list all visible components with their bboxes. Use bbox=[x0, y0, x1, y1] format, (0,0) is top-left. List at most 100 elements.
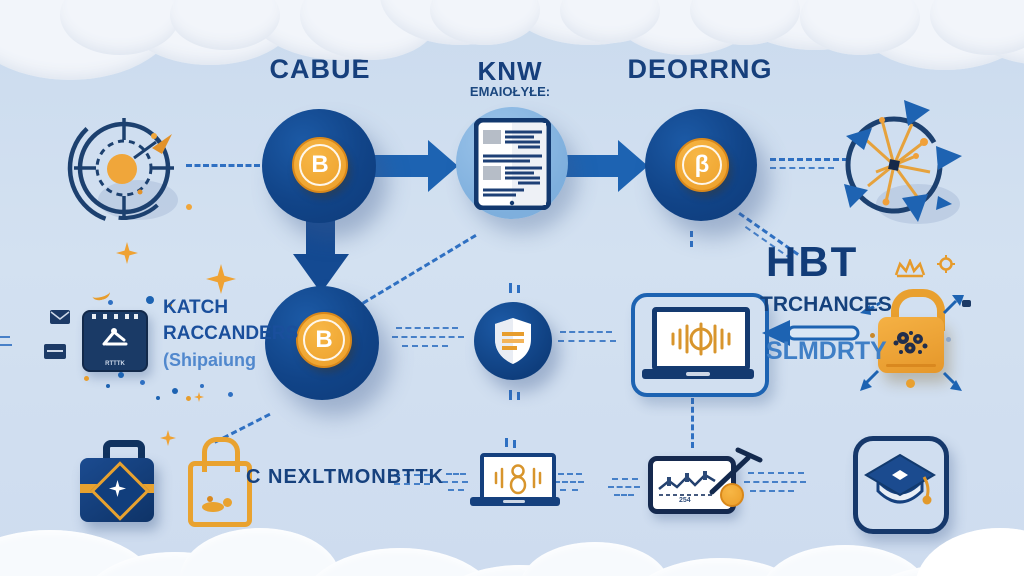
coin-small-icon bbox=[720, 483, 744, 507]
blue-dot bbox=[106, 384, 110, 388]
briefcase-body bbox=[80, 458, 154, 522]
micro-dashes bbox=[396, 327, 458, 329]
blue-dot bbox=[228, 392, 233, 397]
micro-dashes bbox=[744, 481, 806, 483]
blue-dot bbox=[118, 372, 124, 378]
right-block-line1: TRCHANCES bbox=[760, 293, 892, 316]
navy-chip-dot bbox=[962, 300, 971, 307]
bag-content bbox=[202, 502, 224, 512]
padlock-groove bbox=[886, 364, 936, 367]
chart-line-icon bbox=[658, 471, 716, 496]
coin-letter: β bbox=[694, 151, 710, 178]
blue-dot bbox=[146, 296, 154, 304]
orange-dot bbox=[906, 379, 915, 388]
laptop-soundwave-icon bbox=[671, 322, 731, 356]
compass-target-icon bbox=[67, 111, 181, 225]
stage2-subtitle: EMAIOŁYŁE: bbox=[469, 84, 551, 99]
coin-letter: B bbox=[315, 326, 333, 353]
dashed-connector bbox=[517, 285, 520, 293]
bitcoin-coin-icon: B bbox=[292, 137, 348, 193]
micro-dashes bbox=[446, 473, 466, 475]
arrow-down-right-icon bbox=[942, 371, 962, 391]
padlock-group bbox=[858, 255, 972, 395]
blue-dot bbox=[172, 388, 178, 394]
laptop-screen bbox=[480, 453, 556, 505]
micro-dashes bbox=[448, 489, 464, 491]
micro-dashes bbox=[608, 486, 640, 488]
cloud bbox=[180, 528, 340, 576]
dashed-connector bbox=[186, 164, 260, 167]
padlock-pattern bbox=[893, 331, 928, 354]
sparkle-icon bbox=[194, 392, 204, 402]
chip-pin bbox=[114, 314, 118, 319]
envelope-icon bbox=[50, 310, 70, 324]
micro-dashes bbox=[0, 336, 10, 338]
box-icon bbox=[44, 344, 66, 359]
arrow-up-right-icon bbox=[942, 295, 964, 315]
left-arrow-icon bbox=[762, 320, 860, 346]
chart-label: 254 bbox=[679, 497, 691, 504]
left-block-line1: KATCH bbox=[163, 297, 229, 318]
briefcase-handle bbox=[103, 440, 145, 469]
gear-icon bbox=[937, 255, 955, 273]
left-block-line2: RACCANDERS bbox=[163, 323, 299, 344]
bitcoin-coin-circle-icon: β bbox=[645, 109, 757, 221]
micro-dashes bbox=[554, 481, 584, 483]
micro-dashes bbox=[442, 481, 468, 483]
right-block-title: HBT bbox=[766, 238, 859, 285]
dashed-connector bbox=[509, 283, 512, 293]
dashed-connector bbox=[770, 167, 834, 169]
gray-dot bbox=[946, 337, 951, 342]
laptop-card bbox=[631, 293, 769, 397]
dashed-connector bbox=[770, 158, 848, 161]
chip-pin bbox=[134, 314, 138, 319]
bag-body bbox=[188, 461, 252, 527]
graduation-cap-icon bbox=[864, 453, 936, 505]
bitcoin-coin-icon: B bbox=[296, 312, 352, 368]
bottom-label: C NEXLTMONBTTK bbox=[246, 466, 445, 488]
blue-dot bbox=[156, 396, 160, 400]
document-tablet-icon bbox=[474, 118, 551, 210]
laptop-base bbox=[642, 369, 754, 379]
orange-dot bbox=[168, 303, 172, 307]
shopping-bag-icon bbox=[188, 437, 252, 527]
box-line bbox=[47, 350, 63, 352]
shield-icon bbox=[495, 318, 531, 364]
micro-dashes bbox=[402, 345, 448, 347]
chip-pin bbox=[92, 314, 96, 319]
stage2-title: KNW bbox=[477, 56, 543, 86]
stage3-title: DEORRNG bbox=[627, 54, 773, 84]
micro-dashes bbox=[0, 344, 12, 346]
orange-dot bbox=[186, 396, 191, 401]
laptop-notch bbox=[503, 500, 525, 503]
orange-dot bbox=[870, 333, 875, 338]
briefcase-diamond bbox=[90, 461, 150, 521]
bag-content bbox=[223, 498, 232, 507]
micro-dashes bbox=[558, 473, 582, 475]
arrow-down-left-icon bbox=[860, 369, 880, 391]
dashed-connector bbox=[513, 440, 516, 448]
network-icon bbox=[844, 100, 962, 224]
sparkle-icon bbox=[160, 430, 176, 446]
dashed-connector bbox=[517, 392, 520, 400]
arrow-left-icon bbox=[860, 301, 881, 315]
laptop-screen bbox=[652, 307, 750, 371]
left-block-line3: (Shipaiung bbox=[163, 350, 256, 370]
blue-dot bbox=[200, 384, 204, 388]
dashed-connector bbox=[362, 234, 477, 305]
coin-letter: B bbox=[311, 151, 329, 178]
micro-dashes bbox=[394, 474, 430, 476]
bag-content bbox=[207, 496, 213, 502]
sparkle-icon bbox=[206, 264, 236, 294]
bitcoin-coin-circle-icon: B bbox=[265, 286, 379, 400]
micro-dashes bbox=[560, 331, 612, 333]
briefcase-icon bbox=[80, 440, 154, 522]
orange-dot bbox=[84, 376, 89, 381]
laptop-small bbox=[470, 453, 560, 511]
cloud bbox=[520, 542, 670, 576]
crown-icon bbox=[894, 259, 926, 278]
flow-arrow-right-icon bbox=[566, 140, 648, 192]
flow-arrow-right-icon bbox=[374, 140, 458, 192]
laptop-notch bbox=[686, 372, 710, 376]
